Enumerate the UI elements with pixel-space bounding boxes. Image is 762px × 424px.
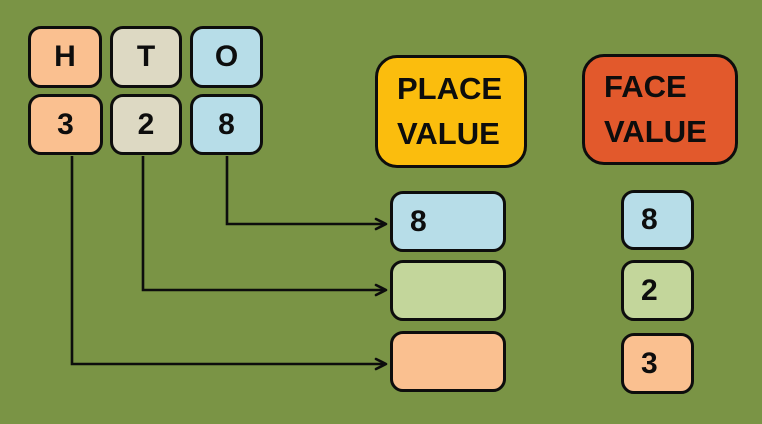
connector-ones-arrow [225, 156, 388, 231]
digit-hundreds: 3 [57, 107, 74, 141]
face-value-header: FACE VALUE [582, 54, 738, 165]
face-value-ones: 8 [641, 203, 658, 236]
face-value-box-tens: 2 [621, 260, 694, 321]
place-value-box-hundreds [390, 331, 506, 392]
digit-box-ones: 8 [190, 94, 263, 155]
place-value-ones: 8 [410, 204, 427, 238]
face-value-hundreds: 3 [641, 346, 658, 380]
letter-tens: T [136, 40, 156, 73]
digit-box-tens: 2 [110, 94, 182, 155]
face-value-box-ones: 8 [621, 190, 694, 250]
face-value-tens: 2 [641, 273, 658, 307]
letter-ones: O [214, 40, 239, 73]
face-value-box-hundreds: 3 [621, 333, 694, 394]
place-value-box-tens [390, 260, 506, 321]
digit-tens: 2 [137, 107, 155, 141]
connector-tens-arrow [141, 156, 388, 297]
digit-ones: 8 [218, 107, 235, 141]
letter-box-hundreds: H [28, 26, 102, 88]
place-value-header: PLACE VALUE [375, 55, 527, 168]
place-value-header-line2: VALUE [397, 115, 500, 151]
letter-box-tens: T [110, 26, 182, 88]
face-value-header-line1: FACE [604, 69, 687, 105]
face-value-header-line2: VALUE [604, 113, 707, 149]
place-value-header-line1: PLACE [397, 71, 503, 107]
letter-hundreds: H [54, 40, 76, 73]
place-value-box-ones: 8 [390, 191, 506, 252]
digit-box-hundreds: 3 [28, 94, 103, 155]
connector-hundreds-arrow [70, 156, 388, 371]
letter-box-ones: O [190, 26, 263, 88]
